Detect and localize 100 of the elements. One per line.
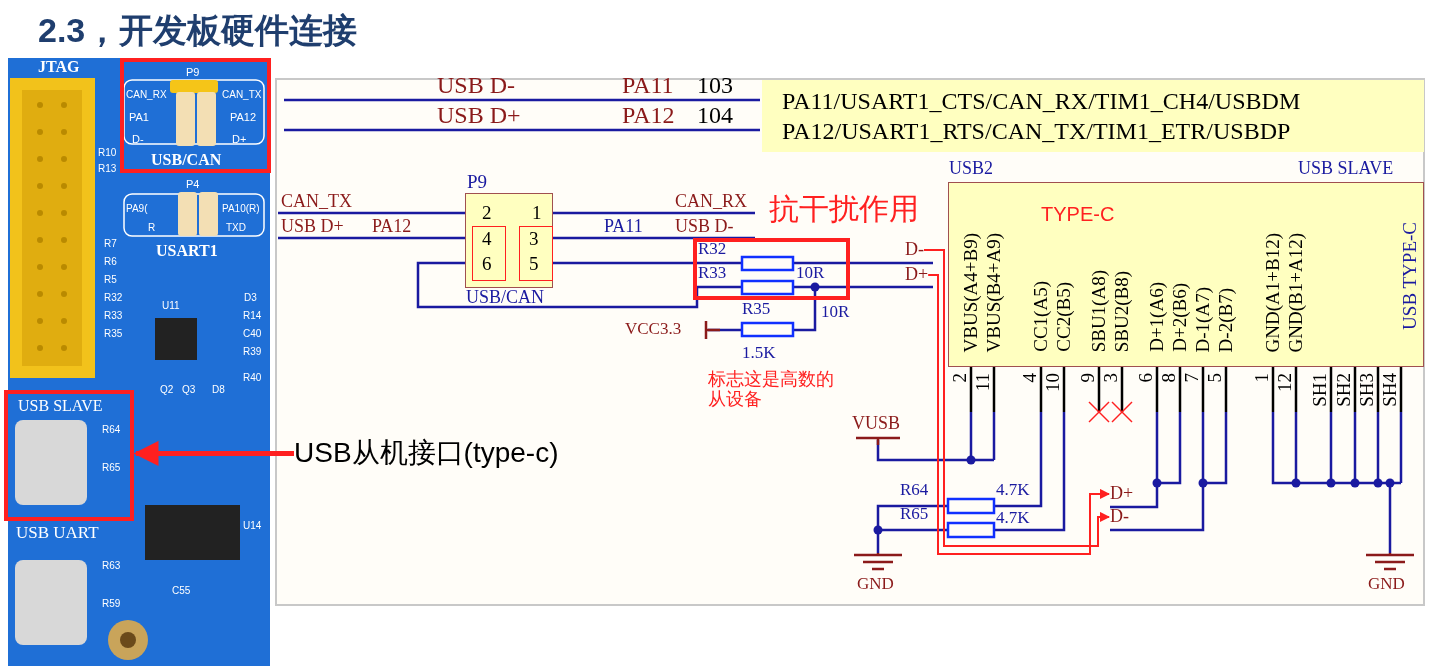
net-label: PA11 (604, 217, 643, 237)
component-label: USB2 (949, 159, 993, 179)
pin-name: GND(A1+B12) (1264, 232, 1282, 352)
silkscreen-label: R32 (104, 292, 123, 303)
pin-name: VBUS(B4+A9) (985, 232, 1003, 352)
silkscreen-label: R40 (243, 372, 262, 383)
silkscreen-label: JTAG (38, 58, 80, 76)
net-label: USB D- (437, 72, 515, 99)
pin-number: 4 (482, 229, 492, 250)
arrow (133, 440, 294, 466)
pin-name: CC2(B5) (1055, 282, 1073, 352)
annotation-text: 标志这是高数的从设备 (708, 370, 835, 410)
component-label: R65 (900, 505, 929, 524)
highlight-frame (472, 226, 506, 281)
callout-text: USB从机接口(type-c) (294, 438, 559, 469)
pin-number: 103 (697, 72, 733, 99)
pin-number: 7 (1183, 373, 1201, 383)
silkscreen-label: R59 (102, 598, 121, 609)
component-label: R32 (698, 240, 727, 259)
silkscreen-label: PA12 (230, 111, 257, 124)
silkscreen-label: D3 (244, 292, 257, 303)
pin-function-text: PA11/USART1_CTS/CAN_RX/TIM1_CH4/USBDM (782, 88, 1301, 115)
pin-number: 5 (529, 254, 539, 275)
silkscreen-label: USB UART (16, 524, 99, 543)
component-label: R33 (698, 264, 727, 283)
silkscreen-label: R (148, 222, 156, 233)
pin-number: 2 (951, 373, 969, 383)
silkscreen-label: R6 (104, 256, 117, 267)
component-label: R35 (742, 300, 771, 319)
pin-name: GND(B1+A12) (1287, 232, 1305, 352)
silkscreen-label: R5 (104, 274, 117, 285)
pin-number: 1 (1253, 373, 1271, 383)
silkscreen-label: Q2 (160, 384, 174, 395)
pin-number: SH1 (1311, 373, 1329, 407)
silkscreen-label: USB SLAVE (18, 397, 103, 415)
component-label: R64 (900, 481, 929, 500)
component-label: USB TYPE-C (1401, 222, 1419, 330)
silkscreen-label: C55 (172, 585, 191, 596)
component-label: USB/CAN (466, 288, 545, 308)
highlight-frame (120, 58, 271, 173)
net-label: USB D+ (281, 217, 344, 237)
pin-number: 8 (1160, 373, 1178, 383)
silkscreen-label: R35 (104, 328, 123, 339)
net-label: GND (857, 575, 894, 594)
pin-number: 12 (1276, 373, 1294, 392)
value-label: 4.7K (996, 509, 1030, 528)
silkscreen-label: R39 (243, 346, 262, 357)
silkscreen-label: R64 (102, 424, 121, 435)
pin-name: SBU1(A8) (1090, 269, 1108, 352)
page-title: 2.3，开发板硬件连接 (38, 12, 358, 50)
pin-number: 104 (697, 102, 733, 129)
pin-name: CC1(A5) (1032, 281, 1050, 352)
pin-number: 10 (1044, 373, 1062, 392)
pin-number: 5 (1206, 373, 1224, 383)
pin-number: 2 (482, 203, 492, 224)
pin-name: D-1(A7) (1194, 286, 1212, 352)
value-label: 4.7K (996, 481, 1030, 500)
pin-function-text: PA12/USART1_RTS/CAN_TX/TIM1_ETR/USBDP (782, 118, 1291, 145)
pin-name: D-2(B7) (1217, 287, 1235, 352)
silkscreen-label: USB/CAN (151, 151, 222, 169)
net-label: CAN_TX (281, 192, 352, 212)
annotation-text: 抗干扰作用 (769, 192, 919, 225)
pin-name: VBUS(A4+B9) (962, 232, 980, 352)
net-label: D- (905, 240, 924, 260)
highlight-frame (519, 226, 553, 281)
net-label: USB D+ (437, 102, 521, 129)
pin-number: 6 (482, 254, 492, 275)
silkscreen-label: R65 (102, 462, 121, 473)
net-label: PA12 (622, 102, 675, 129)
pin-number: 4 (1021, 373, 1039, 383)
net-label: VCC3.3 (625, 320, 682, 339)
pin-number: 11 (974, 373, 992, 392)
silkscreen-label: TXD (226, 222, 246, 233)
net-label: VUSB (852, 414, 900, 434)
silkscreen-label: PA1 (129, 111, 149, 124)
component-label: USB SLAVE (1298, 159, 1394, 179)
value-label: 1.5K (742, 344, 776, 363)
pin-number: 9 (1079, 373, 1097, 383)
pin-name: SBU2(B8) (1113, 270, 1131, 352)
silkscreen-label: P4 (186, 178, 200, 191)
pin-number: 1 (532, 203, 542, 224)
silkscreen-label: C40 (243, 328, 262, 339)
net-label: D+ (905, 265, 929, 285)
silkscreen-label: R7 (104, 238, 117, 249)
pin-number: 3 (529, 229, 539, 250)
silkscreen-label: D8 (212, 384, 225, 395)
silkscreen-label: D- (132, 133, 144, 146)
net-label: CAN_RX (675, 192, 747, 212)
pin-number: SH3 (1358, 373, 1376, 407)
pin-number: 6 (1137, 373, 1155, 383)
annotation-text: TYPE-C (1041, 203, 1115, 225)
silkscreen-label: R14 (243, 310, 262, 321)
net-label: USB D- (675, 217, 734, 237)
pin-function-box (762, 80, 1424, 152)
net-label: PA12 (372, 217, 412, 237)
net-label: D+ (1110, 484, 1134, 504)
value-label: 10R (796, 264, 825, 283)
silkscreen-label: USART1 (156, 242, 218, 260)
silkscreen-label: U11 (162, 300, 180, 311)
net-label: GND (1368, 575, 1405, 594)
